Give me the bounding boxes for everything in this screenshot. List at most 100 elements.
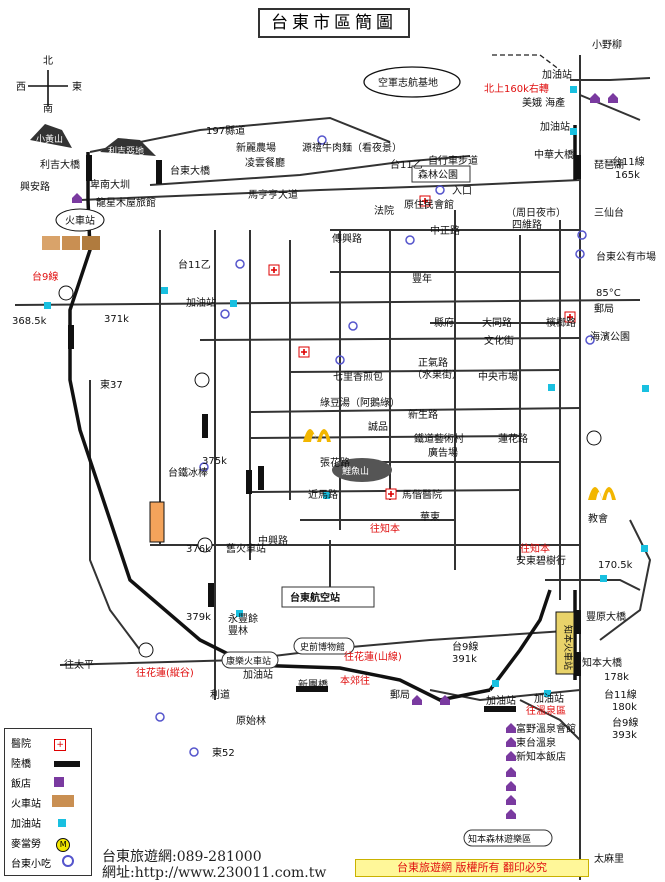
label-zhanghua: 張花路	[320, 456, 350, 469]
label-fenglin: 豐林	[228, 624, 248, 637]
legend-train: 火車站	[11, 795, 75, 810]
label-binlang: 檳榔路	[546, 316, 576, 329]
label-liji-bridge: 利吉大橋	[40, 158, 80, 171]
hospital-markers	[268, 195, 576, 500]
label-k178: 178k	[604, 672, 629, 683]
liyu-label: 鯉魚山	[342, 465, 369, 477]
snack-icon	[62, 855, 75, 867]
compass-north: 北	[43, 55, 53, 67]
route-markers	[58, 285, 602, 658]
label-zhonghua-bridge: 中華大橋	[534, 148, 574, 161]
label-wenquan: 往溫泉區	[526, 704, 566, 717]
hotel-markers	[72, 93, 618, 819]
label-jinma: 近馬路	[308, 488, 338, 501]
label-k371: 371k	[104, 314, 129, 325]
label-zhongyang: 中央市場	[478, 370, 518, 383]
label-k1705: 170.5k	[598, 560, 633, 571]
kangle-station-box	[221, 651, 279, 669]
label-fengyuan-bridge: 豐原大橋	[586, 610, 626, 623]
label-lianhua: 蓮花路	[498, 432, 528, 445]
label-wanggon: 往知本	[370, 522, 400, 535]
label-meizhou: 縣府	[434, 316, 454, 329]
train-station-icon	[42, 208, 105, 250]
label-binan: 卑南大圳	[90, 178, 130, 191]
legend-bridge-label: 陸橋	[11, 759, 31, 770]
label-t9c: 台9線	[612, 716, 638, 729]
label-t52: 東52	[212, 746, 235, 759]
label-k391: 391k	[452, 654, 477, 665]
zhiben-forest-label: 知本森林遊樂區	[468, 833, 531, 845]
label-zhiben-bridge: 知本大橋	[582, 656, 622, 669]
forest-park-box	[411, 165, 471, 183]
label-ct: 85°C	[596, 288, 621, 299]
legend-mcd-label: 麥當勞	[11, 839, 41, 850]
label-siwei: 四維路	[512, 218, 542, 231]
label-chengde: 誠品	[368, 420, 388, 433]
compass: 北 西 東 南	[16, 55, 82, 115]
label-huabai: 往花蓮(縱谷)	[136, 666, 194, 679]
railways	[68, 125, 577, 702]
hotel-icon	[54, 777, 65, 787]
label-fuye: 富野溫泉會館	[516, 722, 576, 735]
gas-station-markers	[44, 86, 649, 697]
zhiben-station-label: 知本火車站	[562, 625, 574, 670]
label-post: 郵局	[594, 303, 614, 315]
label-t11a: 台11乙	[178, 258, 211, 271]
label-zixing: 自行車步道	[428, 154, 478, 167]
label-haibin: 海濱公園	[590, 330, 630, 343]
legend-hospital-label: 醫院	[11, 739, 31, 750]
lijie-label: 利吉惡地	[108, 145, 144, 157]
legend-gas-label: 加油站	[11, 819, 41, 830]
label-k165: 165k	[615, 170, 640, 181]
label-k180: 180k	[612, 702, 637, 713]
label-t9b: 台9線	[452, 640, 478, 653]
label-shalan: 往花蓮(山線)	[344, 650, 402, 663]
airforce-base-label: 空軍志航基地	[378, 76, 438, 89]
label-mazhu: 馬亨亨大道	[248, 188, 298, 201]
label-xiaoyeliu: 小野柳	[592, 38, 622, 51]
label-entry: 入口	[452, 186, 472, 197]
label-yinbaoqiao: 七里香煎包	[333, 370, 383, 383]
label-t11: 台11線	[612, 155, 645, 168]
legend-snack: 台東小吃	[11, 855, 75, 870]
label-chuanxin: 傳興路	[332, 232, 362, 245]
label-t37: 東37	[100, 378, 123, 391]
label-t375: 375k	[202, 456, 227, 467]
label-jiaohui: 教會	[588, 512, 608, 525]
label-t11z: 台11乙	[390, 158, 423, 171]
label-xinzhi: 新知本飯店	[516, 750, 566, 763]
label-fengan: 興安路	[20, 180, 50, 193]
label-taiyang: 台鐵冰棒	[168, 466, 208, 479]
label-k368: 368.5k	[12, 316, 47, 327]
label-wenhua: 文化街	[484, 334, 514, 347]
airport-label: 台東航空站	[290, 591, 340, 604]
footer-url[interactable]: 網址:http://www.230011.com.tw	[102, 865, 327, 881]
footer-phone: 台東旅遊網:089-281000	[102, 849, 262, 865]
label-t11c: 台11線	[604, 688, 637, 701]
legend-gas: 加油站	[11, 815, 67, 830]
label-sizhu: （水果街）	[412, 368, 462, 381]
label-tiemao: 鐵道藝術村	[414, 432, 464, 445]
label-huakeng: 華東	[420, 510, 440, 523]
bridge-markers	[68, 155, 581, 712]
zhiben-station-box	[555, 611, 575, 675]
legend-hotel-label: 飯店	[11, 779, 31, 790]
label-gas2: 加油站	[540, 120, 570, 133]
forest-park-label: 森林公園	[418, 168, 458, 181]
xiaohuangshan-label: 小黃山	[36, 133, 63, 145]
label-jiuhuan: 舊火車站	[226, 542, 266, 555]
label-zhengqi: 正氣路	[418, 356, 448, 369]
liyu-mountain	[332, 458, 392, 482]
label-taiping: 往太平	[64, 658, 94, 671]
label-dongtai: 東台溫泉	[516, 736, 556, 749]
legend-hospital: 醫院 +	[11, 735, 67, 751]
legend-train-label: 火車站	[11, 799, 41, 810]
kangle-station-label: 康樂火車站	[226, 655, 271, 667]
label-gas-k: 加油站	[243, 668, 273, 681]
compass-west: 西	[16, 82, 26, 93]
label-wang-zhiben: 往知本	[520, 542, 550, 555]
airport-box	[281, 586, 375, 608]
footer-copyright: 台東旅遊網 版權所有 翻印必究	[355, 859, 589, 877]
label-t379: 379k	[186, 612, 211, 623]
